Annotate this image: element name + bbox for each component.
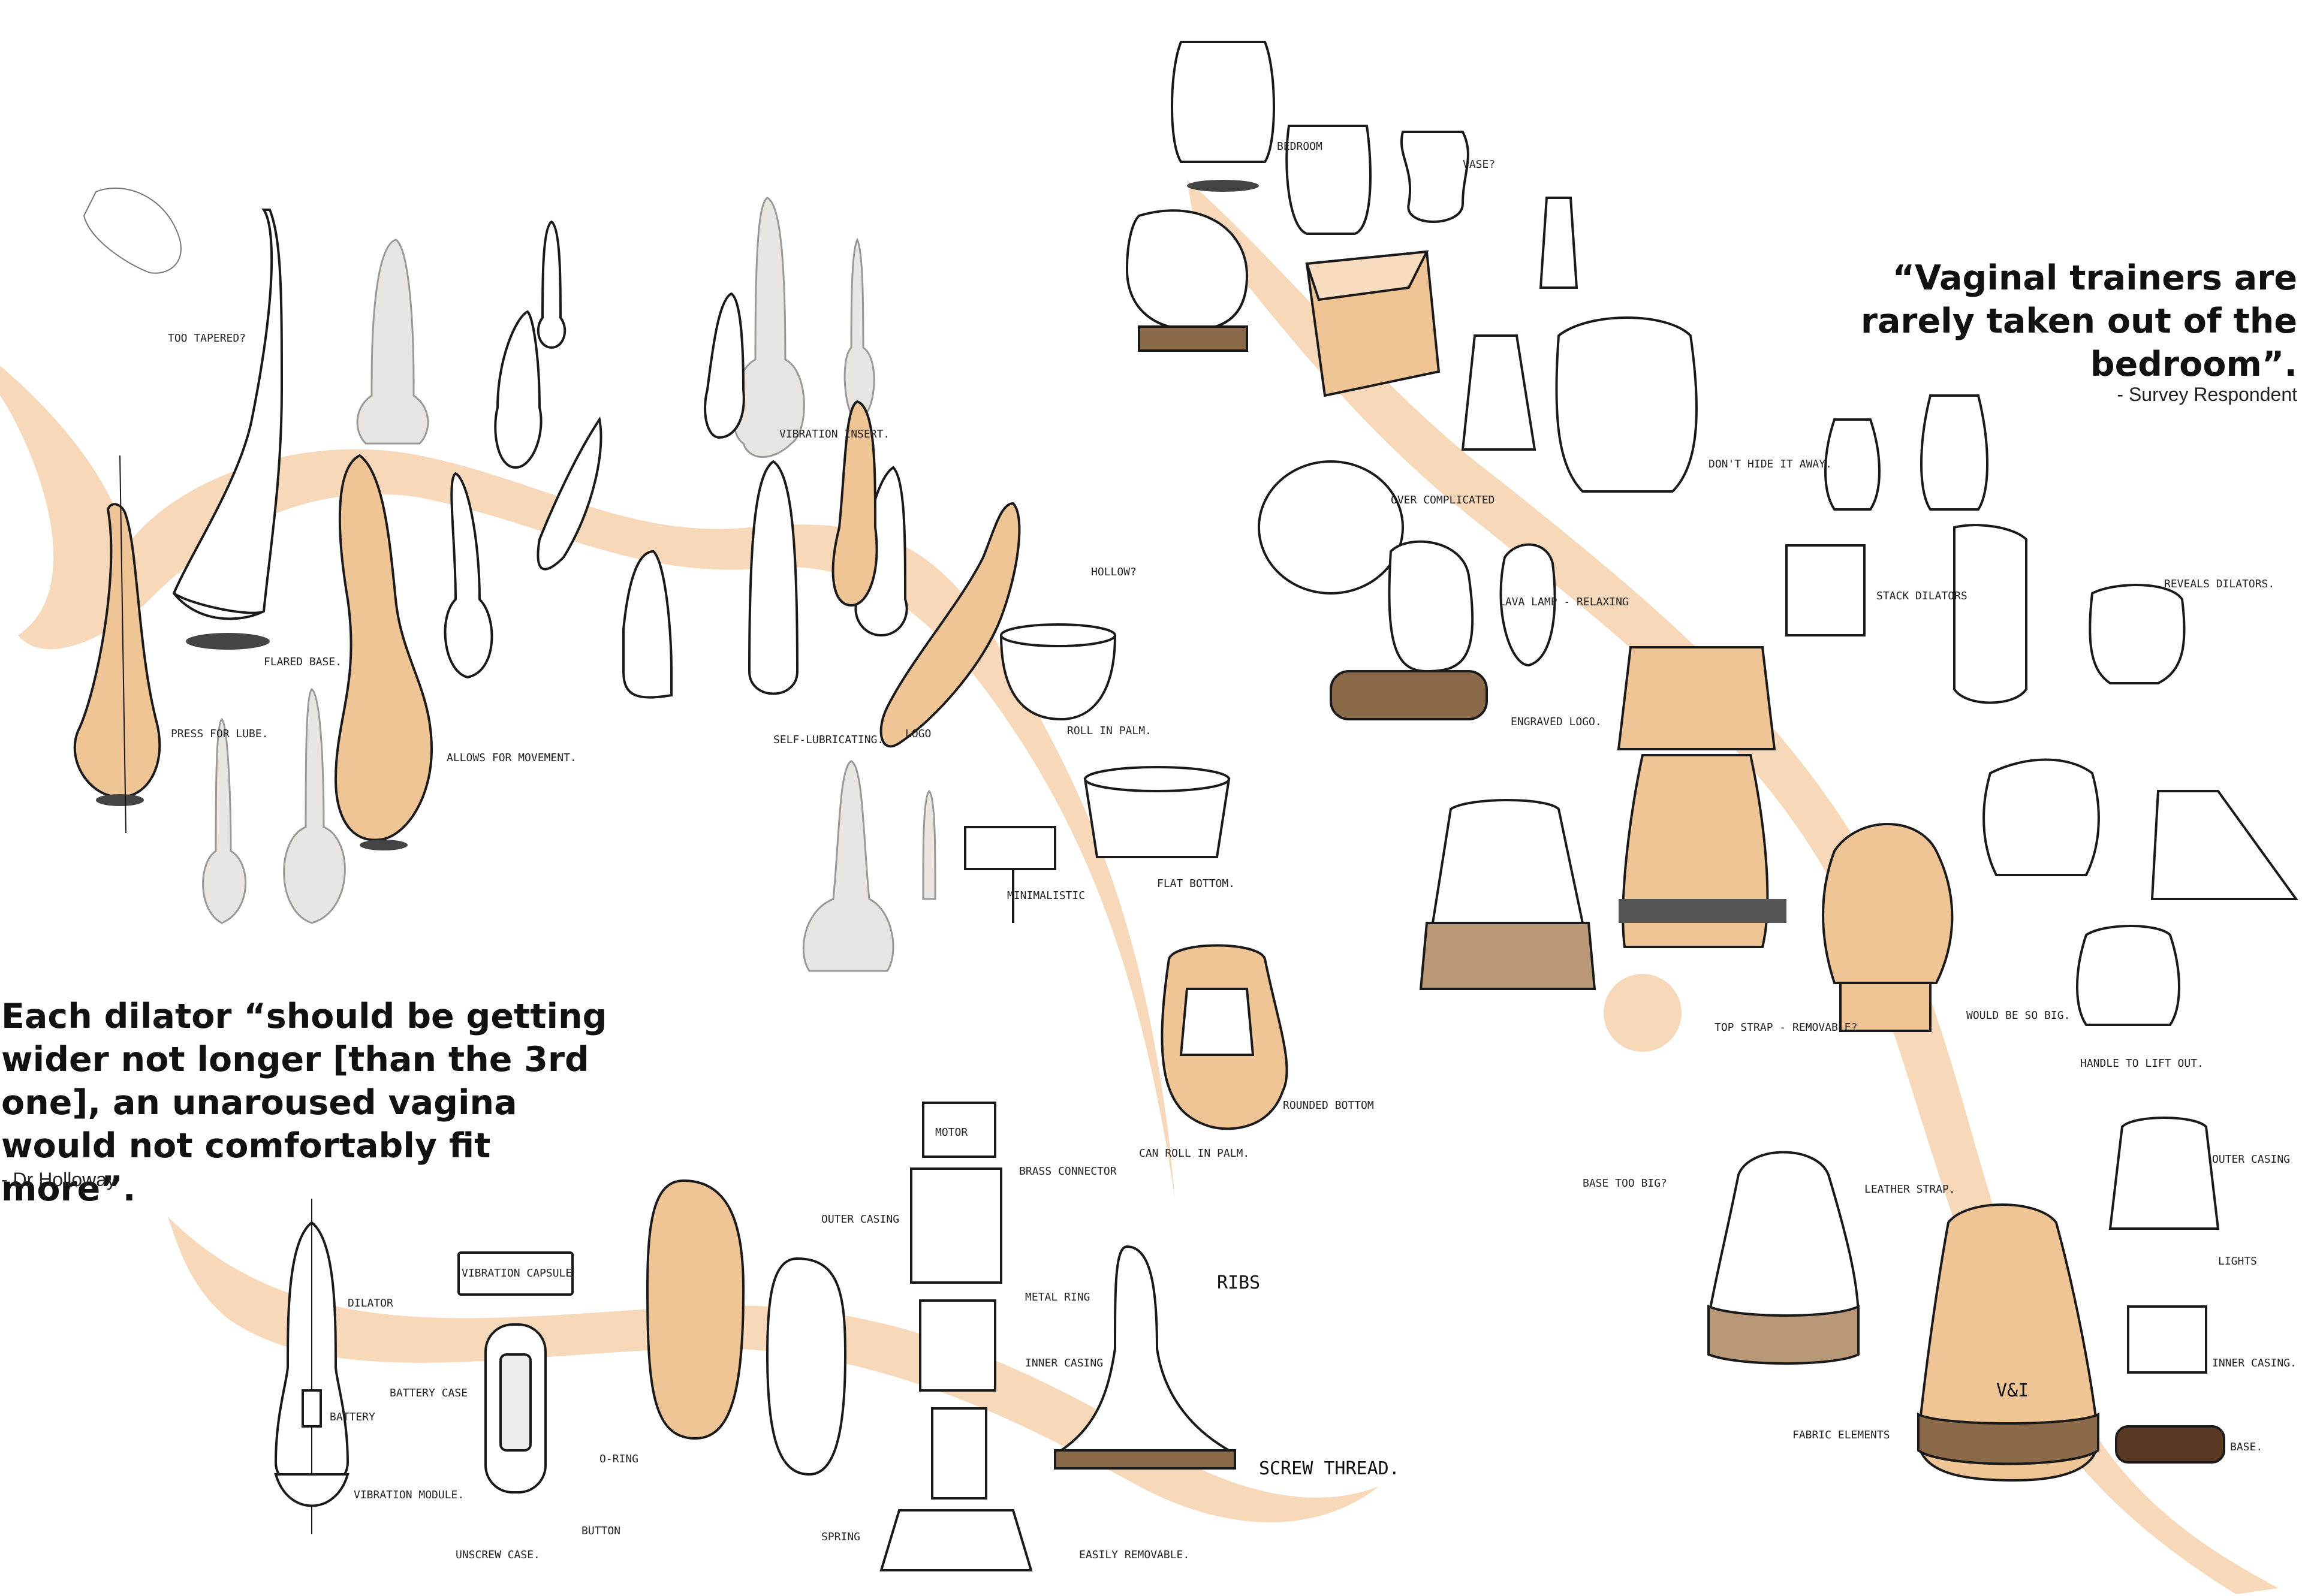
label-brass-connector: BRASS CONNECTOR xyxy=(1019,1165,1117,1178)
quote-dr-holloway: Each dilator “should be getting wider no… xyxy=(1,997,607,1209)
vibration-capsule xyxy=(457,1251,574,1494)
label-rounded-bottom: ROUNDED BOTTOM xyxy=(1283,1099,1374,1112)
box-filled xyxy=(1305,250,1441,397)
label-vibration-module: VIBRATION MODULE. xyxy=(354,1489,464,1501)
label-self-lubricating: SELF-LUBRICATING. xyxy=(773,734,884,746)
label-reveals-dilators: REVEALS DILATORS. xyxy=(2164,578,2274,590)
label-stack-dilators: STACK DILATORS xyxy=(1876,590,1967,602)
label-can-roll: CAN ROLL IN PALM. xyxy=(1139,1147,1249,1160)
label-dilator: DILATOR xyxy=(348,1297,393,1310)
label-logo: LOGO xyxy=(905,728,931,740)
label-metal-ring: METAL RING xyxy=(1025,1291,1090,1304)
quote-survey-respondent: “Vaginal trainers are rarely taken out o… xyxy=(1860,258,2297,384)
label-outer-casing-2: OUTER CASING xyxy=(2212,1153,2290,1166)
label-dont-hide: DON'T HIDE IT AWAY. xyxy=(1709,458,1832,470)
quote-survey-attribution: - Survey Respondent xyxy=(2117,384,2297,405)
dilator-flared-base xyxy=(172,209,284,650)
label-leather-strap: LEATHER STRAP. xyxy=(1864,1183,1956,1196)
label-fabric: FABRIC ELEMENTS xyxy=(1792,1429,1890,1441)
label-top-strap: TOP STRAP - REMOVABLE? xyxy=(1715,1021,1857,1034)
dilator-filled-1 xyxy=(73,455,161,834)
glass-dome xyxy=(1125,209,1249,352)
label-motor: MOTOR xyxy=(935,1126,968,1139)
ribbed-dilator xyxy=(1054,1245,1236,1470)
label-press-for-lube: PRESS FOR LUBE. xyxy=(171,728,269,740)
hollow-bowl xyxy=(999,623,1117,721)
label-battery: BATTERY xyxy=(330,1411,375,1423)
dilator-filled-2 xyxy=(831,400,1021,748)
label-lava-lamp: LAVA LAMP - RELAXING xyxy=(1499,596,1629,608)
dilator-filled-large xyxy=(334,454,433,850)
label-spring: SPRING xyxy=(821,1531,860,1543)
quote-dr-holloway-attribution: - Dr Holloway xyxy=(1,1169,117,1190)
exploded-sketches xyxy=(274,1102,1236,1571)
leather-jar xyxy=(1707,1151,1860,1365)
label-hollow: HOLLOW? xyxy=(1091,566,1137,578)
label-base-too-big: BASE TOO BIG? xyxy=(1583,1177,1667,1190)
basket-jar xyxy=(1419,799,1596,990)
exploded-cylinder-stack xyxy=(879,1102,1033,1571)
sketch-annotations: TOO TAPERED? FLARED BASE. PRESS FOR LUBE… xyxy=(168,140,2297,1561)
label-roll-in-palm: ROLL IN PALM. xyxy=(1067,725,1152,737)
label-would-be-big: WOULD BE SO BIG. xyxy=(1966,1009,2070,1022)
label-button: BUTTON xyxy=(581,1525,620,1537)
label-ribs: RIBS xyxy=(1217,1272,1260,1293)
label-allows-movement: ALLOWS FOR MOVEMENT. xyxy=(447,752,577,764)
lantern-right xyxy=(2076,925,2225,1464)
label-engraved-logo: ENGRAVED LOGO. xyxy=(1511,716,1602,728)
label-screw-thread: SCREW THREAD. xyxy=(1259,1458,1400,1479)
right-top-vases xyxy=(1785,394,2298,900)
label-over-complicated: OVER COMPLICATED xyxy=(1391,494,1495,506)
label-handle-lift: HANDLE TO LIFT OUT. xyxy=(2080,1057,2204,1070)
label-minimalistic: MINIMALISTIC xyxy=(1007,889,1085,902)
tall-vase-filled xyxy=(1617,646,1786,948)
label-vibration-capsule: VIBRATION CAPSULE xyxy=(462,1267,572,1280)
vases-row xyxy=(1258,125,1698,720)
label-flat-bottom: FLAT BOTTOM. xyxy=(1157,877,1235,890)
label-lights: LIGHTS xyxy=(2218,1255,2257,1268)
label-base: BASE. xyxy=(2230,1441,2262,1453)
jar-top-left xyxy=(1171,41,1275,192)
dilator-sketches xyxy=(73,187,1288,1130)
label-too-tapered: TOO TAPERED? xyxy=(168,332,246,345)
label-inner-casing-2: INNER CASING. xyxy=(2212,1357,2297,1369)
dilator-render-grey-2 xyxy=(202,197,936,972)
label-o-ring: O-RING xyxy=(599,1453,638,1465)
dilator-exploded xyxy=(274,1199,349,1534)
label-inner-casing: INNER CASING xyxy=(1025,1357,1103,1369)
minimal-cylinder xyxy=(964,766,1231,923)
label-vase: VASE? xyxy=(1463,158,1495,171)
label-outer-casing: OUTER CASING xyxy=(821,1213,899,1226)
label-vibration-insert: VIBRATION INSERT. xyxy=(779,428,890,441)
label-battery-case: BATTERY CASE xyxy=(390,1387,468,1399)
label-unscrew-case: UNSCREW CASE. xyxy=(456,1549,540,1561)
label-bedroom: BEDROOM xyxy=(1277,140,1322,153)
dilator-render-grey-1 xyxy=(356,239,429,445)
label-easily-removable: EASILY REMOVABLE. xyxy=(1079,1549,1189,1561)
brand-mark: V&I xyxy=(1996,1380,2029,1401)
filled-capsule xyxy=(646,1179,847,1476)
dilator-outlines-mid xyxy=(444,220,908,699)
bell-jar-filled xyxy=(1917,1203,2100,1482)
label-flared-base: FLARED BASE. xyxy=(264,656,342,668)
rounded-bottom-dilator xyxy=(1161,944,1288,1130)
storage-sketches xyxy=(1125,41,2298,1482)
dome-filled xyxy=(1822,823,1954,1032)
